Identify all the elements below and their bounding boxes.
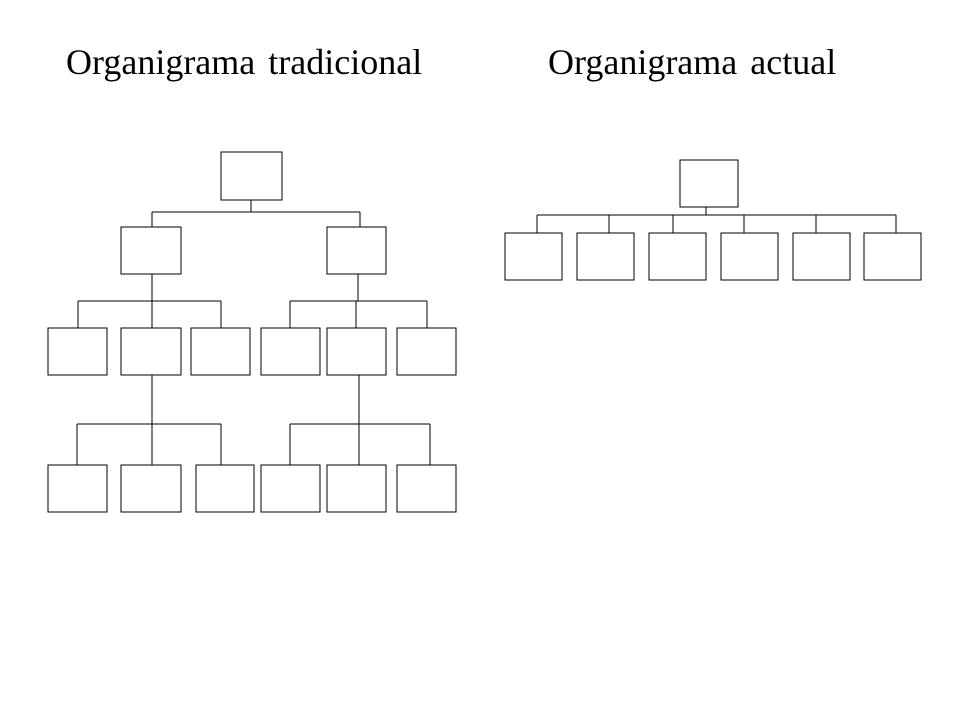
org-box-level4 [120,464,182,513]
traditional-org-chart-title: Organigrama tradicional [66,42,423,82]
org-box-level3 [190,327,251,376]
org-box-level4 [396,464,457,513]
org-box-level2 [326,226,387,275]
org-box-level2 [576,232,635,281]
current-connectors [536,207,897,233]
org-box-level3 [47,327,108,376]
org-box-level3 [260,327,321,376]
current-org-chart-title: Organigrama actual [548,42,837,82]
org-box-level4 [260,464,321,513]
traditional-org-chart [47,151,457,513]
org-box-level3 [120,327,182,376]
org-box-level4 [326,464,387,513]
org-box-top [679,159,739,208]
current-org-chart [504,159,922,281]
traditional-connectors [76,200,431,465]
org-box-level2 [792,232,851,281]
org-box-level4 [47,464,108,513]
org-box-level3 [396,327,457,376]
org-box-level2 [720,232,779,281]
org-box-level4 [195,464,255,513]
org-box-level2 [863,232,922,281]
org-box-level3 [326,327,387,376]
org-box-level2 [120,226,182,275]
org-box-level2 [504,232,563,281]
org-box-top [220,151,283,201]
org-box-level2 [648,232,707,281]
